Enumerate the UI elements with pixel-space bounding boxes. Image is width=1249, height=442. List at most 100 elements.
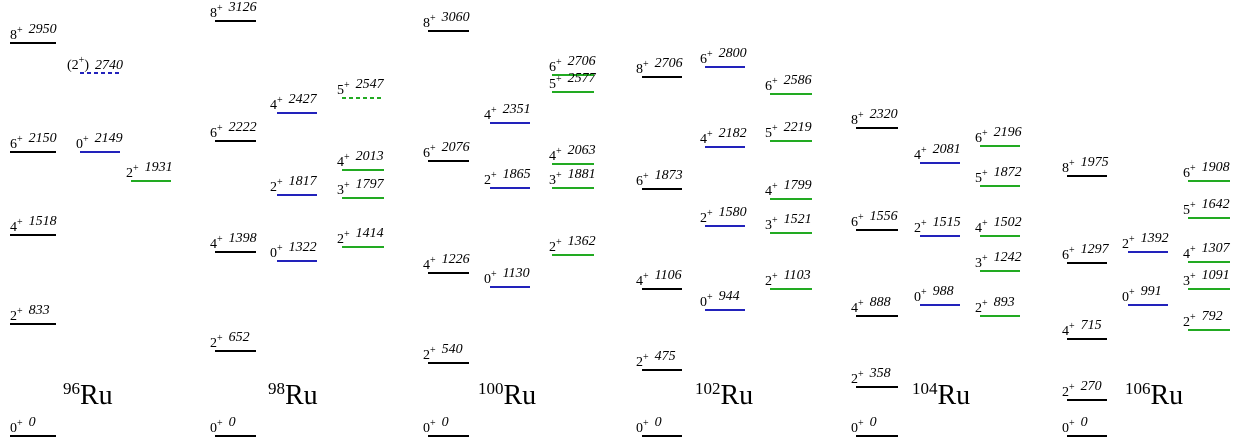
level-energy: 1414 — [356, 226, 384, 241]
level-parity: + — [277, 95, 283, 106]
level-spin: 6 — [636, 174, 643, 189]
level-energy: 2706 — [655, 56, 683, 71]
level-energy: 2351 — [503, 102, 531, 117]
level-spin: 0 — [484, 272, 491, 287]
level-parity: + — [17, 25, 23, 36]
level-parity: + — [772, 123, 778, 134]
level-label: 0+988 — [914, 284, 954, 305]
level-parity: + — [133, 163, 139, 174]
level-label: 2+1515 — [914, 215, 961, 236]
level-energy: 1817 — [289, 174, 318, 189]
level-parity: + — [1129, 234, 1135, 245]
level-label: 8+2706 — [636, 56, 683, 77]
level-parity: + — [643, 171, 649, 182]
level-energy: 2150 — [29, 131, 57, 146]
level-spin: 8 — [1062, 161, 1069, 176]
level-spin: 4 — [423, 258, 430, 273]
level-parity: + — [921, 218, 927, 229]
level-energy: 0 — [229, 415, 236, 430]
level-parity: + — [1069, 321, 1075, 332]
level-label: 5+1642 — [1183, 197, 1230, 218]
level-label: 0+0 — [851, 415, 877, 436]
level-energy: 0 — [442, 415, 449, 430]
level-label: 0+0 — [10, 415, 36, 436]
level-parity: + — [1129, 287, 1135, 298]
level-spin: 0 — [1122, 290, 1129, 305]
level-label: 6+2222 — [210, 120, 257, 141]
level-parity: + — [556, 237, 562, 248]
level-energy: 1398 — [229, 231, 257, 246]
level-energy: 652 — [229, 330, 250, 345]
level-parity: + — [1069, 245, 1075, 256]
level-spin: 6 — [549, 60, 556, 75]
level-parity: + — [217, 234, 223, 245]
nucleus-label: 104Ru — [912, 379, 970, 411]
level-parity: + — [83, 134, 89, 145]
level-parity: + — [772, 271, 778, 282]
level-label: 4+2351 — [484, 102, 531, 123]
level-energy: 1226 — [442, 252, 470, 267]
level-label: 2+652 — [210, 330, 250, 351]
level-energy: 2196 — [994, 125, 1022, 140]
level-energy: 358 — [869, 366, 891, 381]
level-spin: 3 — [975, 256, 982, 271]
level-energy: 0 — [29, 415, 36, 430]
level-parity: + — [1190, 200, 1196, 211]
level-spin: 2 — [1122, 237, 1129, 252]
level-label: 4+1799 — [765, 178, 812, 199]
level-energy: 1322 — [289, 240, 317, 255]
level-label: 4+1398 — [210, 231, 257, 252]
level-energy: 1580 — [719, 205, 747, 220]
nucleus-label: 102Ru — [695, 379, 753, 411]
level-energy: 2063 — [568, 143, 596, 158]
level-label: 4+1307 — [1183, 241, 1231, 262]
level-spin: 3 — [1183, 274, 1190, 289]
level-parity: + — [1190, 271, 1196, 282]
level-parity: + — [1069, 418, 1075, 429]
level-parity: + — [556, 57, 562, 68]
level-label: 5+2547 — [337, 77, 385, 98]
level-energy: 991 — [1141, 284, 1162, 299]
level-label: 2+1414 — [337, 226, 384, 247]
level-parity: + — [344, 152, 350, 163]
level-label: 2+1392 — [1122, 231, 1169, 252]
level-label: 8+2320 — [851, 107, 898, 128]
mass-number: 96 — [63, 379, 80, 398]
level-energy: 2547 — [356, 77, 385, 92]
level-label: 0+0 — [210, 415, 236, 436]
level-label: 5+1872 — [975, 165, 1022, 186]
level-spin: 6 — [10, 137, 17, 152]
level-spin: 0 — [423, 421, 430, 436]
level-energy: 1307 — [1202, 241, 1231, 256]
level-spin: 5 — [765, 126, 772, 141]
level-energy: 2182 — [719, 126, 747, 141]
level-energy: 944 — [719, 289, 740, 304]
level-spin: 6 — [700, 52, 707, 67]
level-energy: 0 — [870, 415, 877, 430]
level-spin: 0 — [1062, 421, 1069, 436]
level-parity: + — [1069, 382, 1075, 393]
level-spin: 2 — [914, 221, 921, 236]
nucleus-label: 96Ru — [63, 379, 113, 411]
level-spin: 4 — [914, 148, 921, 163]
level-spin: 4 — [765, 184, 772, 199]
level-energy: 1975 — [1081, 155, 1109, 170]
level-energy: 3060 — [441, 10, 470, 25]
level-spin: 5 — [337, 83, 344, 98]
level-parity: + — [707, 292, 713, 303]
level-label: 2+475 — [636, 349, 676, 370]
level-spin: 0 — [270, 246, 277, 261]
level-energy: 1130 — [503, 266, 530, 281]
level-label: 6+2586 — [765, 73, 812, 94]
level-spin: 6 — [210, 126, 217, 141]
level-label: 4+888 — [851, 295, 891, 316]
level-parity: + — [217, 123, 223, 134]
level-label: 4+2081 — [914, 142, 961, 163]
level-label: 3+1091 — [1183, 268, 1230, 289]
level-energy: 2586 — [784, 73, 812, 88]
level-label: 4+1226 — [423, 252, 470, 273]
level-label: 2+1865 — [484, 167, 531, 188]
